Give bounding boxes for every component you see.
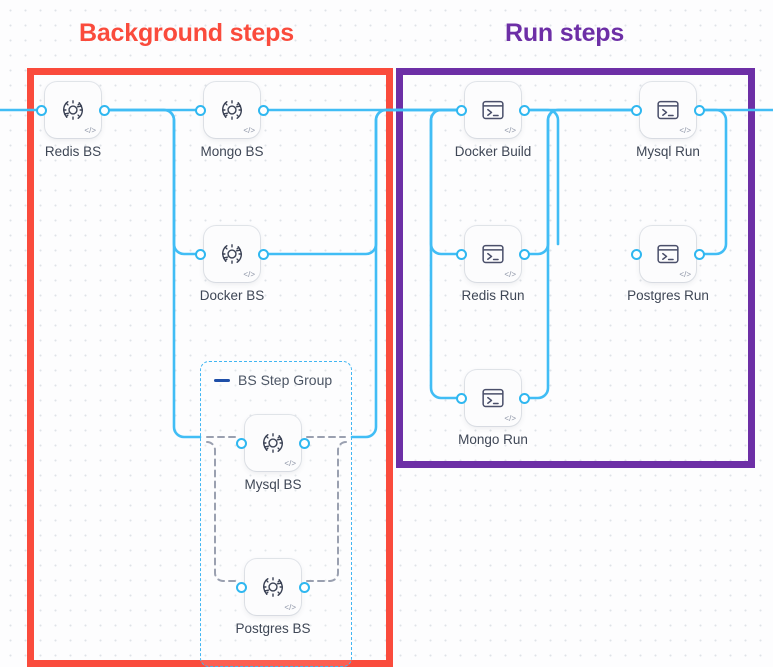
node-card-postgres-bs[interactable]: </> bbox=[245, 559, 301, 615]
output-port-docker-bs[interactable] bbox=[258, 248, 269, 260]
terminal-icon bbox=[478, 239, 508, 269]
subgroup-header-bs-step-group[interactable]: BS Step Group bbox=[214, 372, 332, 388]
input-port-redis-run[interactable] bbox=[456, 248, 467, 260]
terminal-icon bbox=[653, 95, 683, 125]
code-badge-icon[interactable]: </> bbox=[504, 126, 516, 135]
code-badge-icon[interactable]: </> bbox=[504, 414, 516, 423]
input-port-mongo-bs[interactable] bbox=[195, 104, 206, 116]
gear-sync-icon bbox=[258, 428, 288, 458]
code-badge-icon[interactable]: </> bbox=[679, 270, 691, 279]
node-label-mysql-bs: Mysql BS bbox=[244, 477, 302, 492]
output-port-postgres-bs[interactable] bbox=[299, 581, 310, 593]
code-badge-icon[interactable]: </> bbox=[243, 126, 255, 135]
node-mongo-bs[interactable]: </> Mongo BS bbox=[195, 82, 269, 159]
node-mysql-run[interactable]: </> Mysql Run bbox=[631, 82, 705, 159]
group-run-steps[interactable] bbox=[396, 68, 755, 468]
input-port-docker-bs[interactable] bbox=[195, 248, 206, 260]
node-card-docker-build[interactable]: </> bbox=[465, 82, 521, 138]
node-card-mysql-bs[interactable]: </> bbox=[245, 415, 301, 471]
input-port-mysql-bs[interactable] bbox=[236, 437, 247, 449]
terminal-icon bbox=[653, 239, 683, 269]
output-port-mysql-run[interactable] bbox=[694, 104, 705, 116]
subgroup-label: BS Step Group bbox=[238, 372, 333, 388]
collapse-dash-icon[interactable] bbox=[214, 378, 230, 382]
output-port-redis-run[interactable] bbox=[519, 248, 530, 260]
node-card-mongo-run[interactable]: </> bbox=[465, 370, 521, 426]
output-port-mysql-bs[interactable] bbox=[299, 437, 310, 449]
output-port-docker-build[interactable] bbox=[519, 104, 530, 116]
input-port-docker-build[interactable] bbox=[456, 104, 467, 116]
node-card-mysql-run[interactable]: </> bbox=[640, 82, 696, 138]
gear-sync-icon bbox=[258, 572, 288, 602]
node-card-postgres-run[interactable]: </> bbox=[640, 226, 696, 282]
gear-sync-icon bbox=[217, 95, 247, 125]
group-title-background-steps: Background steps bbox=[79, 19, 294, 47]
node-card-redis-run[interactable]: </> bbox=[465, 226, 521, 282]
code-badge-icon[interactable]: </> bbox=[284, 459, 296, 468]
output-port-postgres-run[interactable] bbox=[694, 248, 705, 260]
input-port-postgres-run[interactable] bbox=[631, 248, 642, 260]
node-label-postgres-run: Postgres Run bbox=[627, 288, 709, 303]
output-port-mongo-bs[interactable] bbox=[258, 104, 269, 116]
node-label-docker-build: Docker Build bbox=[454, 144, 532, 159]
input-port-postgres-bs[interactable] bbox=[236, 581, 247, 593]
node-label-mysql-run: Mysql Run bbox=[636, 144, 700, 159]
node-label-postgres-bs: Postgres BS bbox=[235, 621, 311, 636]
node-docker-bs[interactable]: </> Docker BS bbox=[195, 226, 269, 303]
input-port-mongo-run[interactable] bbox=[456, 392, 467, 404]
terminal-icon bbox=[478, 95, 508, 125]
input-port-redis-bs[interactable] bbox=[36, 104, 47, 116]
node-card-mongo-bs[interactable]: </> bbox=[204, 82, 260, 138]
node-card-docker-bs[interactable]: </> bbox=[204, 226, 260, 282]
group-title-run-steps: Run steps bbox=[505, 19, 625, 47]
node-label-mongo-bs: Mongo BS bbox=[200, 144, 264, 159]
node-label-docker-bs: Docker BS bbox=[199, 288, 265, 303]
input-port-mysql-run[interactable] bbox=[631, 104, 642, 116]
node-redis-bs[interactable]: </> Redis BS bbox=[36, 82, 110, 159]
gear-sync-icon bbox=[217, 239, 247, 269]
code-badge-icon[interactable]: </> bbox=[679, 126, 691, 135]
node-postgres-run[interactable]: </> Postgres Run bbox=[627, 226, 709, 303]
code-badge-icon[interactable]: </> bbox=[284, 603, 296, 612]
node-docker-build[interactable]: </> Docker Build bbox=[455, 82, 531, 159]
node-card-redis-bs[interactable]: </> bbox=[45, 82, 101, 138]
node-label-redis-run: Redis Run bbox=[461, 288, 525, 303]
node-mysql-bs[interactable]: </> Mysql BS bbox=[236, 415, 310, 492]
node-redis-run[interactable]: </> Redis Run bbox=[456, 226, 530, 303]
node-mongo-run[interactable]: </> Mongo Run bbox=[456, 370, 530, 447]
terminal-icon bbox=[478, 383, 508, 413]
node-label-mongo-run: Mongo Run bbox=[458, 432, 528, 447]
code-badge-icon[interactable]: </> bbox=[243, 270, 255, 279]
node-label-redis-bs: Redis BS bbox=[44, 144, 102, 159]
gear-sync-icon bbox=[58, 95, 88, 125]
code-badge-icon[interactable]: </> bbox=[504, 270, 516, 279]
code-badge-icon[interactable]: </> bbox=[84, 126, 96, 135]
node-postgres-bs[interactable]: </> Postgres BS bbox=[235, 559, 311, 636]
output-port-redis-bs[interactable] bbox=[99, 104, 110, 116]
output-port-mongo-run[interactable] bbox=[519, 392, 530, 404]
